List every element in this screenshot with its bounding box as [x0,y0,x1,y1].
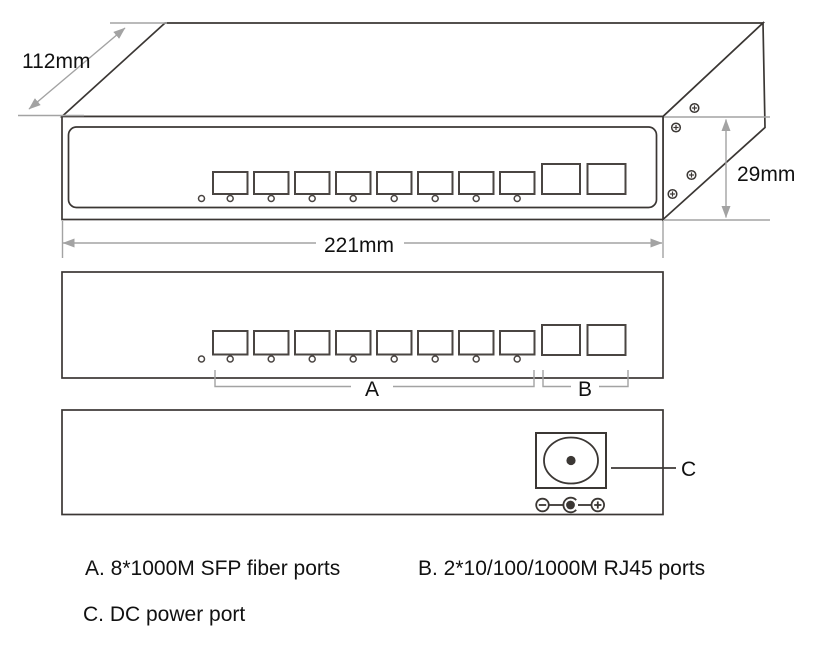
depth-dimension-label: 112mm [22,50,90,73]
callout-a-label: A [365,378,379,401]
led-indicator [513,355,521,363]
center-pin-icon [562,496,577,514]
side-face-screws [667,102,700,200]
sfp-port [376,330,413,356]
dimension-arrow [28,27,126,110]
sfp-port [212,330,249,356]
sfp-port [417,171,454,195]
dc-jack-barrel [543,436,599,485]
led-indicator [267,194,275,203]
dc-jack-pin [566,455,576,466]
front-view [61,271,664,379]
callout-bracket-a: A [214,370,535,401]
sfp-port [335,171,372,195]
sfp-port [212,171,249,195]
rj45-port [541,324,581,356]
sfp-port [294,330,331,356]
sfp-port [499,171,536,195]
top-face [59,22,766,118]
led-indicator [431,194,439,203]
dc-polarity [535,496,606,514]
sfp-port [499,330,536,356]
bracket-line [542,370,629,388]
sfp-port [417,330,454,356]
rj45-port [541,163,581,195]
front-view-ports [197,324,627,363]
led-indicator [390,355,398,363]
dimension-height: 29mm [664,116,795,221]
height-dimension-label: 29mm [737,163,795,186]
led-indicator [431,355,439,363]
led-indicator [226,355,234,363]
led-indicator [308,355,316,363]
perspective-view [59,21,766,222]
rj45-port [586,163,627,195]
callout-b-label: B [578,378,592,401]
sfp-port [335,330,372,356]
bracket-line [214,370,535,388]
width-dimension-label: 221mm [324,234,394,257]
legend-item-a: A. 8*1000M SFP fiber ports [85,557,340,580]
sfp-port [253,171,290,195]
led-indicator [472,194,480,203]
minus-icon [535,497,550,513]
label-backdrop [316,231,404,256]
rj45-port [586,324,627,356]
legend-item-c: C. DC power port [83,603,245,626]
callout-c-label: C [681,458,696,481]
led-indicator [267,355,275,363]
led-indicator [513,194,521,203]
led-indicator [349,355,357,363]
led-indicator [390,194,398,203]
led-indicator [226,194,234,203]
perspective-ports [197,163,627,203]
led-indicator [472,355,480,363]
legend: A. 8*1000M SFP fiber ports B. 2*10/100/1… [83,557,705,626]
led-indicator [349,194,357,203]
sfp-port [458,330,495,356]
callout-bracket-b: B [542,370,629,401]
sfp-port [253,330,290,356]
sfp-port [458,171,495,195]
led-indicator [197,194,206,203]
sfp-port [376,171,413,195]
plus-icon [590,497,606,513]
led-indicator [308,194,316,203]
sfp-port [294,171,331,195]
legend-item-b: B. 2*10/100/1000M RJ45 ports [418,557,705,580]
dimension-depth: 112mm [18,22,167,117]
dc-power-port [535,432,607,489]
led-indicator [197,355,206,363]
rear-view: C [61,409,696,516]
dimension-width: 221mm [61,221,664,258]
